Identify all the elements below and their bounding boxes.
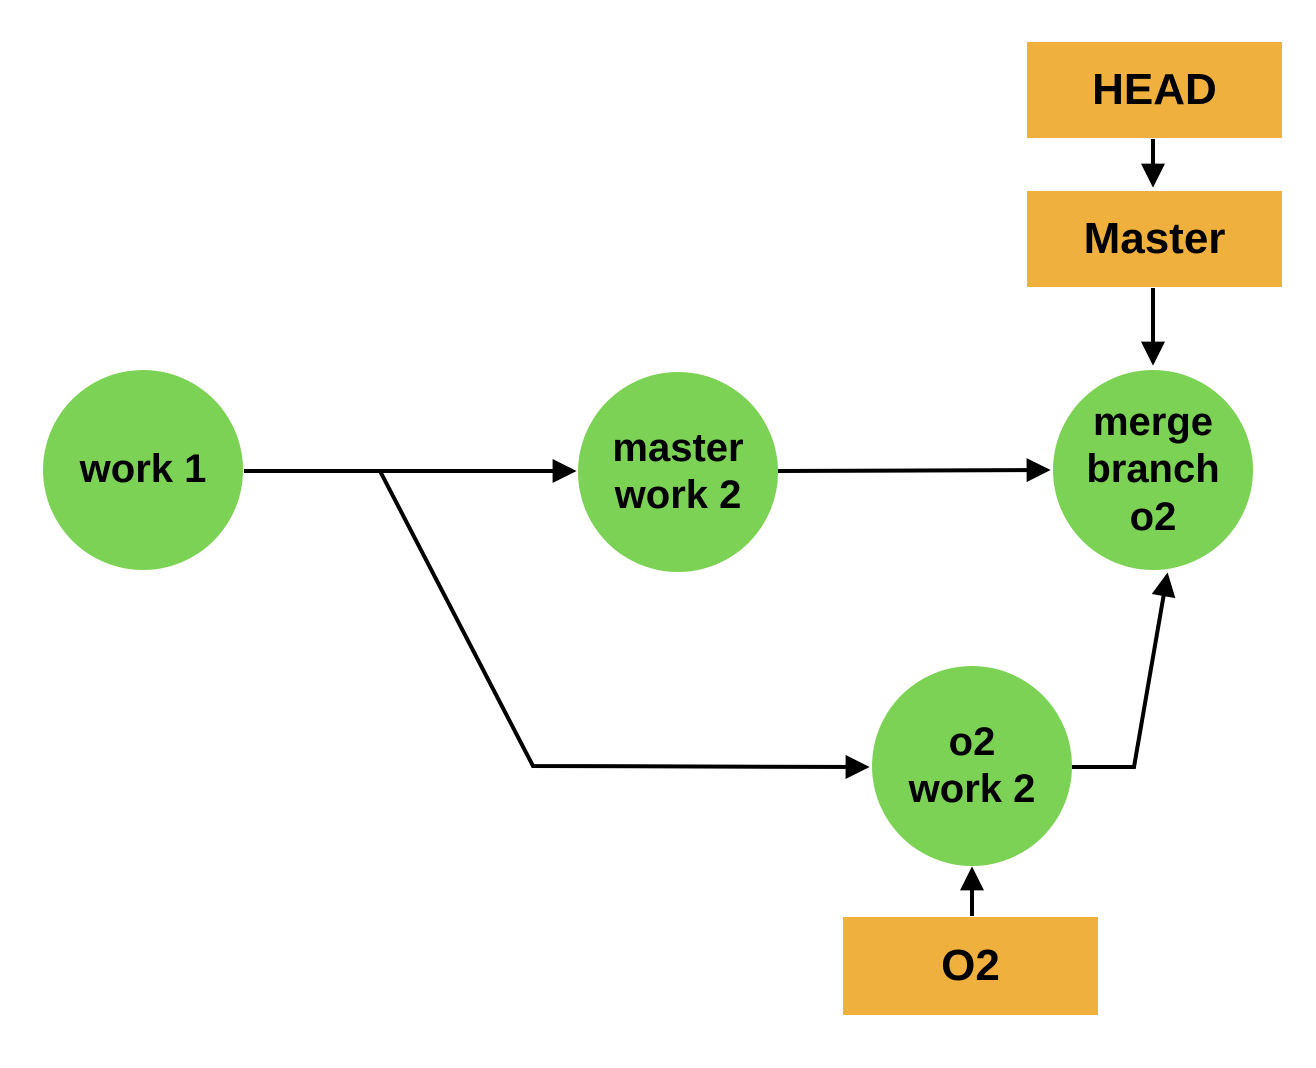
node-label: work 1 bbox=[79, 447, 207, 492]
node-label-line1: merge bbox=[1092, 400, 1214, 445]
node-label-line1: master bbox=[612, 425, 744, 470]
pointer-box-master: Master bbox=[1027, 191, 1282, 287]
node-label-line2: branch bbox=[1086, 447, 1220, 492]
pointer-box-o2: O2 bbox=[843, 917, 1098, 1015]
commit-node-master-work2: master work 2 bbox=[578, 372, 778, 572]
edge-o2work2-to-mergebranch bbox=[1072, 572, 1176, 769]
node-label-line2: work 2 bbox=[908, 767, 1036, 811]
pointer-label: Master bbox=[1083, 214, 1226, 263]
node-label-line3: o2 bbox=[1129, 494, 1177, 539]
pointer-label: HEAD bbox=[1092, 65, 1217, 114]
pointer-box-head: HEAD bbox=[1027, 42, 1282, 138]
edge-masterwork2-to-mergebranch bbox=[777, 458, 1051, 483]
commit-node-o2-work2: o2 work 2 bbox=[872, 666, 1072, 866]
node-label-line1: o2 bbox=[948, 719, 996, 764]
commit-node-work1: work 1 bbox=[43, 370, 243, 570]
pointer-label: O2 bbox=[941, 941, 1000, 990]
commit-node-merge-branch-o2: merge branch o2 bbox=[1053, 370, 1253, 570]
node-label-line2: work 2 bbox=[614, 473, 742, 517]
edge-work1-to-o2work2 bbox=[378, 470, 870, 779]
